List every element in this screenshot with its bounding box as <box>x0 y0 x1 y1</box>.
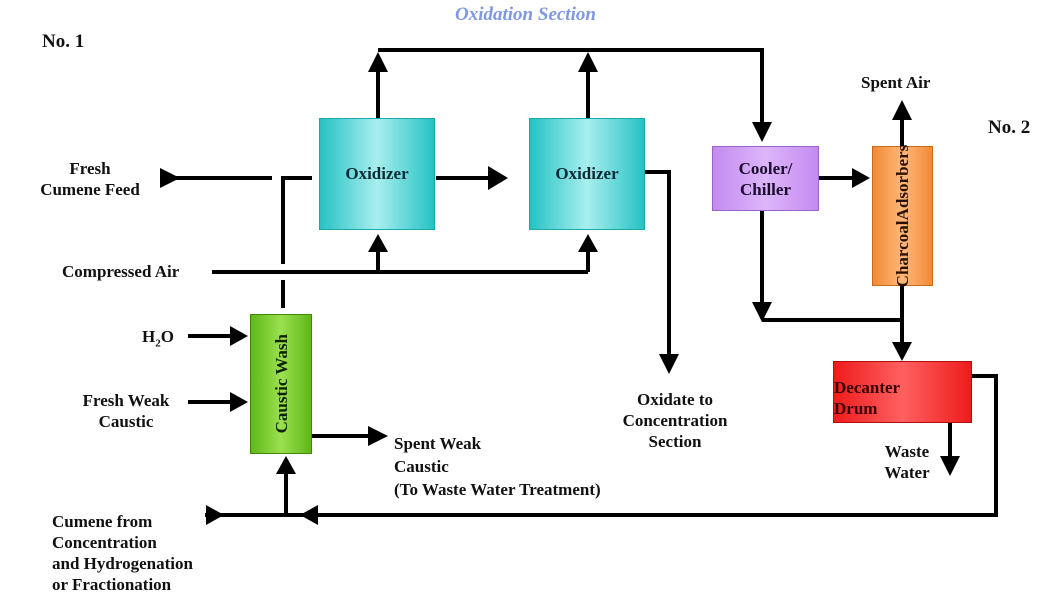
arrow-waste-water <box>940 456 960 476</box>
oxidizer-2[interactable]: Oxidizer <box>529 118 645 230</box>
arrow-ox2-overhead <box>578 52 598 72</box>
arrow-to-decanter <box>892 342 912 361</box>
charcoal-label-1: Charcoal <box>893 220 912 288</box>
arrow-to-caustic <box>276 456 296 474</box>
arrow-cumene-recycle <box>206 505 224 525</box>
label-fwc-2: Caustic <box>98 412 154 431</box>
charcoal-label-2: Adsorbers <box>893 144 912 221</box>
section-title: Oxidation Section <box>455 4 596 25</box>
label-cr-1: Cumene from <box>52 512 153 531</box>
cooler-label-1: Cooler/ <box>738 158 793 178</box>
label-ww-1: Waste <box>884 442 930 461</box>
label-cumene-recycle: Cumene from Concentration and Hydrogenat… <box>52 511 193 595</box>
label-fresh-weak-caustic: Fresh Weak Caustic <box>64 390 188 432</box>
decanter-label-2: Drum <box>834 399 878 418</box>
label-fresh-cumene: Fresh Cumene Feed <box>30 158 150 200</box>
line-overhead-header <box>378 48 764 128</box>
arrow-spent-caustic <box>368 426 388 446</box>
arrow-h2o <box>230 326 248 346</box>
label-ox-1: Oxidate to <box>636 390 714 409</box>
arrow-oxidate <box>659 354 679 374</box>
caustic-wash[interactable]: Caustic Wash <box>250 314 312 454</box>
arrow-decanter-recycle <box>300 505 318 525</box>
arrow-cooler-charcoal <box>852 168 870 188</box>
arrow-fresh-caustic <box>230 392 248 412</box>
oxidizer-1[interactable]: Oxidizer <box>319 118 435 230</box>
line-decanter-recycle <box>318 374 998 517</box>
label-cr-3: and Hydrogenation <box>52 554 193 573</box>
label-cr-4: or Fractionation <box>52 575 172 594</box>
arrow-fresh-cumene <box>160 168 180 188</box>
arrow-air-ox2 <box>578 234 598 252</box>
arrow-spent-air <box>892 100 912 120</box>
label-spent-weak-caustic: Spent Weak Caustic (To Waste Water Treat… <box>394 432 601 501</box>
arrow-to-cooler <box>752 122 772 142</box>
label-swc-3: (To Waste Water Treatment) <box>394 480 601 499</box>
label-cr-2: Concentration <box>52 533 157 552</box>
charcoal-adsorbers[interactable]: Charcoal Adsorbers <box>872 144 933 288</box>
decanter-label-1: Decanter <box>834 378 901 397</box>
arrow-cooler-down <box>752 302 772 322</box>
label-ox-3: Section <box>648 432 702 451</box>
arrow-ox1-ox2 <box>488 166 508 190</box>
arrow-air-ox1 <box>368 234 388 252</box>
label-swc-2: Caustic <box>394 457 449 476</box>
label-swc-1: Spent Weak <box>394 434 482 453</box>
arrow-ox1-overhead <box>368 52 388 72</box>
line-washed-cumene-upper <box>281 176 312 264</box>
unit-label-no2: No. 2 <box>988 117 1031 138</box>
label-fwc-1: Fresh Weak <box>82 391 170 410</box>
label-fresh-cumene-2: Cumene Feed <box>40 180 140 199</box>
label-ww-2: Water <box>884 463 930 482</box>
oxidizer-1-label: Oxidizer <box>345 164 409 183</box>
decanter-drum[interactable]: Decanter Drum <box>833 361 972 423</box>
cooler-chiller[interactable]: Cooler/ Chiller <box>712 146 819 211</box>
label-waste-water: Waste Water <box>872 441 942 483</box>
oxidizer-2-label: Oxidizer <box>555 164 619 183</box>
cooler-label-2: Chiller <box>740 179 791 199</box>
unit-label-no1: No. 1 <box>42 31 85 52</box>
label-spent-air: Spent Air <box>861 73 931 92</box>
label-compressed-air: Compressed Air <box>62 262 180 281</box>
label-h2o: H2O <box>142 327 174 350</box>
caustic-wash-label: Caustic Wash <box>271 334 291 434</box>
label-ox-2: Concentration <box>622 411 728 430</box>
line-oxidate <box>645 170 671 356</box>
label-oxidate: Oxidate to Concentration Section <box>610 389 740 452</box>
label-fresh-cumene-1: Fresh <box>69 159 111 178</box>
